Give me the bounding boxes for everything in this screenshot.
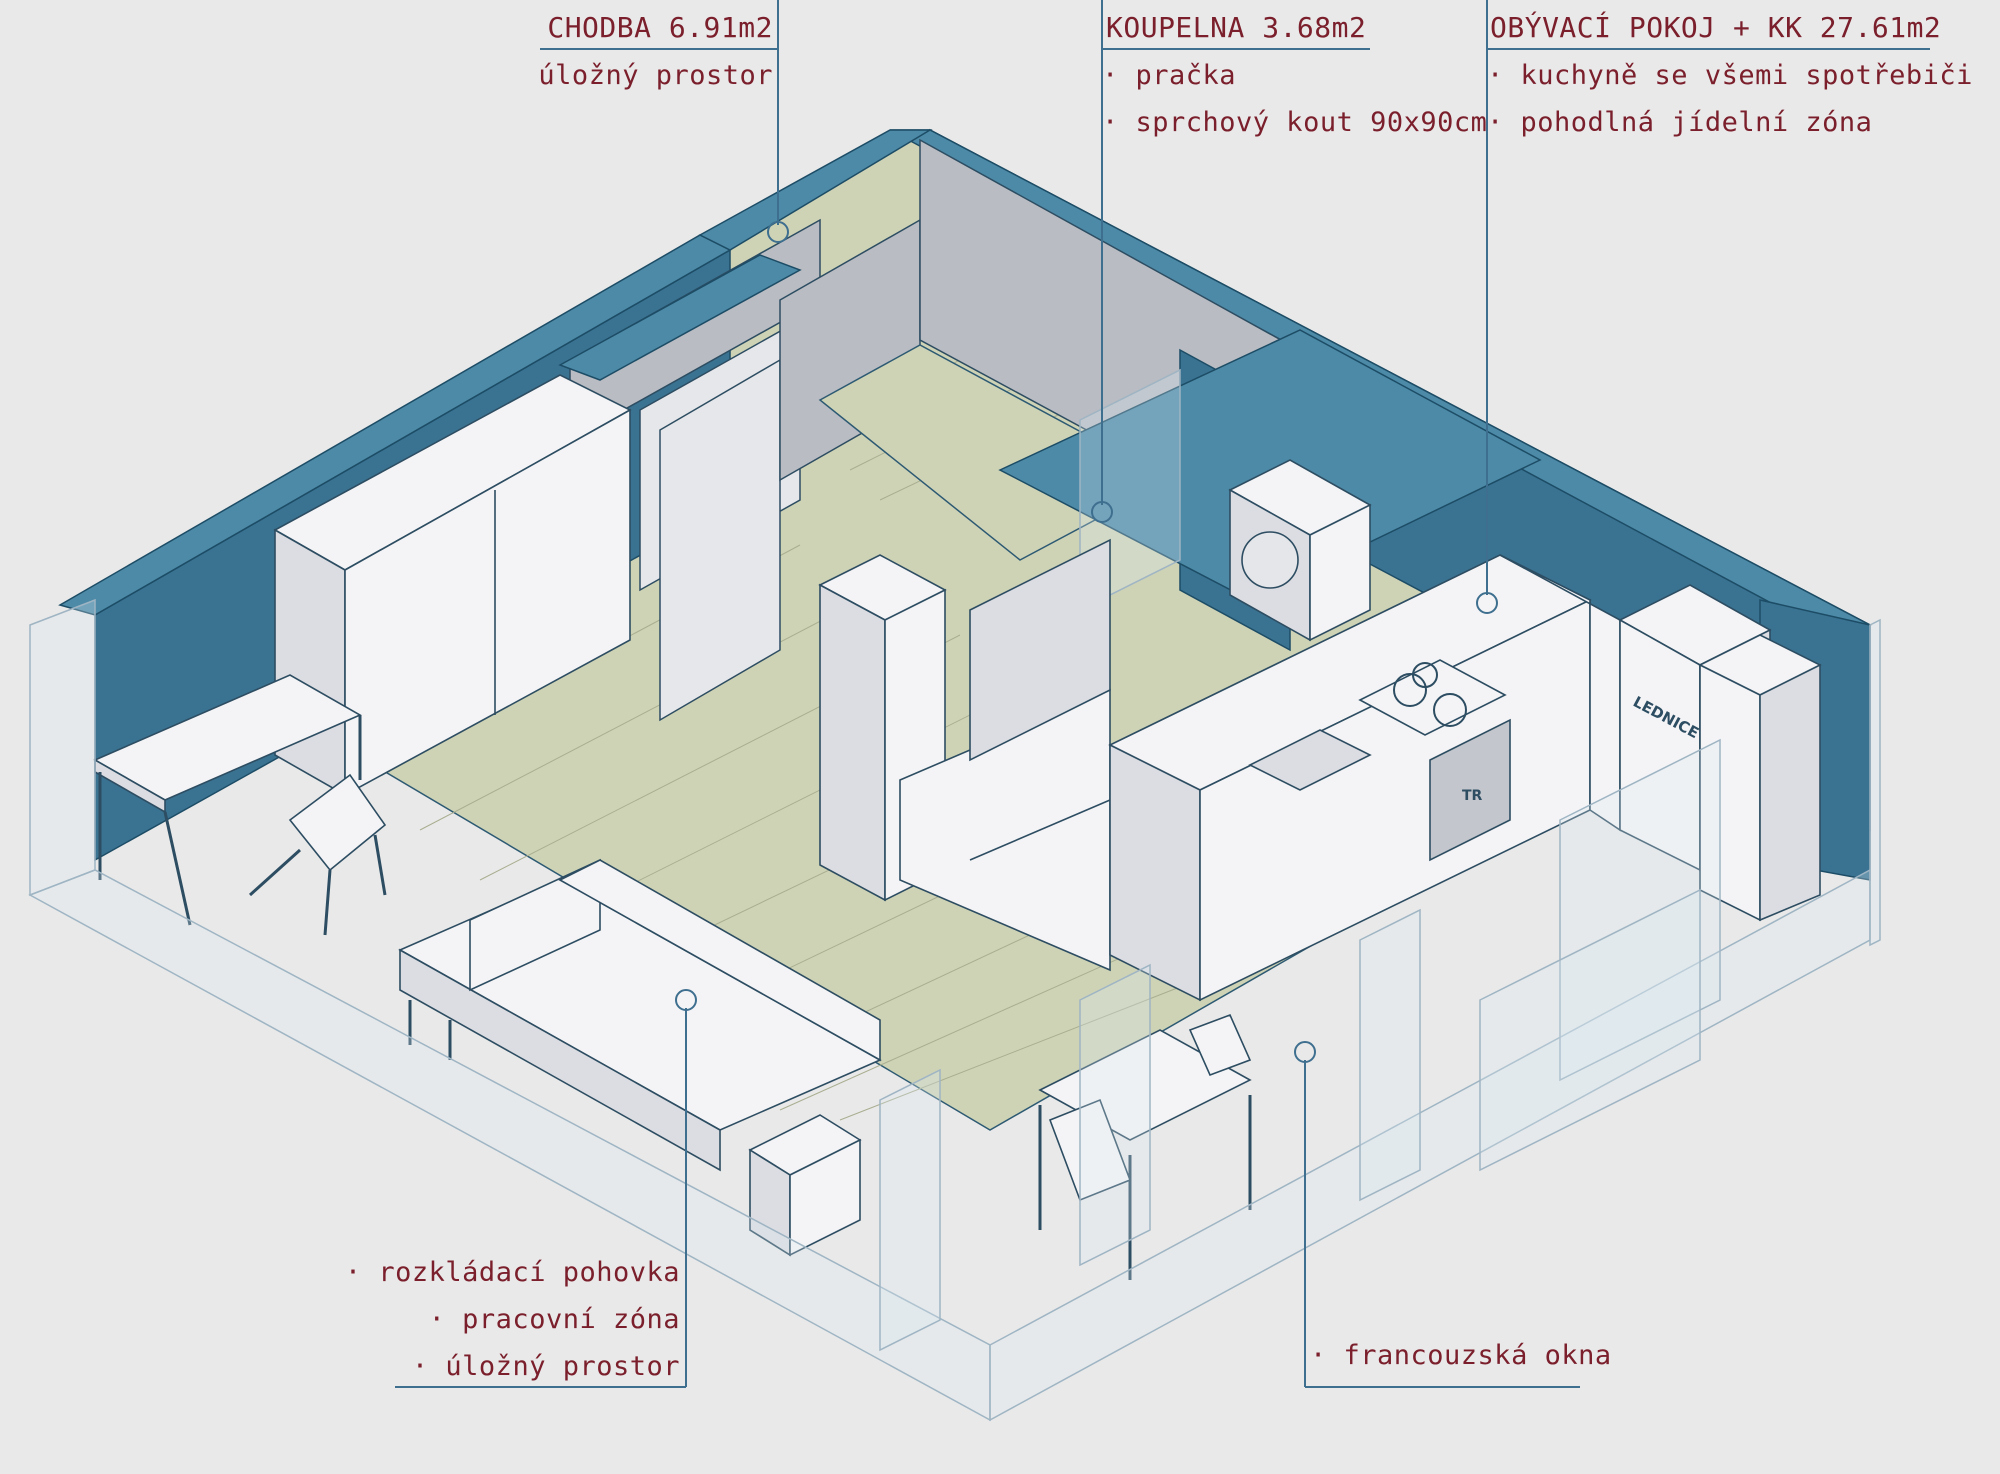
sofa	[398, 858, 882, 1257]
dining-chair-2	[1188, 1013, 1252, 1077]
label-chodba: CHODBA 6.91m2 úložný prostor	[538, 0, 789, 243]
living-item-3: · úložný prostor	[412, 1351, 680, 1382]
corridor-door	[659, 358, 781, 722]
desk-chair	[288, 773, 387, 872]
windows-item-1: · francouzská okna	[1310, 1340, 1612, 1371]
marker-koupelna	[1091, 501, 1113, 523]
obyvaci-item-1: · kuchyně se všemi spotřebiči	[1487, 60, 1973, 91]
french-windows	[28, 598, 1881, 1422]
chodba-item-1: úložný prostor	[538, 60, 773, 91]
oven	[1429, 718, 1511, 862]
label-windows: · francouzská okna	[1294, 1041, 1612, 1388]
washer-drum-icon	[1241, 531, 1299, 589]
marker-obyvaci	[1476, 592, 1498, 614]
koupelna-title: KOUPELNA 3.68m2	[1106, 11, 1366, 44]
marker-living	[675, 989, 697, 1011]
french-window-1	[879, 1068, 941, 1352]
french-window-3	[1359, 908, 1421, 1202]
sofa-back	[558, 859, 881, 1062]
wall-corner	[698, 129, 933, 251]
wardrobe-side	[274, 528, 346, 797]
french-window-4	[1559, 738, 1721, 1082]
washing-machine	[1228, 459, 1372, 642]
bath-top	[998, 329, 1542, 601]
label-koupelna: KOUPELNA 3.68m2 · pračka · sprchový kout…	[1091, 0, 1487, 523]
corridor-top	[558, 254, 802, 381]
living-item-1: · rozkládací pohovka	[345, 1257, 680, 1288]
tv-screen	[969, 538, 1111, 762]
dining-table	[1038, 1013, 1252, 1280]
bathroom	[818, 138, 1542, 652]
label-obyvaci: OBÝVACÍ POKOJ + KK 27.61m2 · kuchyně se …	[1476, 0, 1973, 614]
obyvaci-item-2: · pohodlná jídelní zóna	[1487, 107, 1872, 138]
sofa-back-left	[469, 858, 601, 992]
oven-label: TR	[1462, 788, 1483, 804]
label-living: · rozkládací pohovka · pracovní zóna · ú…	[345, 989, 697, 1388]
koupelna-item-2: · sprchový kout 90x90cm	[1102, 107, 1487, 138]
dining-chair	[1048, 1098, 1132, 1202]
koupelna-item-1: · pračka	[1102, 60, 1236, 91]
chodba-title: CHODBA 6.91m2	[547, 11, 773, 44]
marker-windows	[1294, 1041, 1316, 1063]
kitchen: TR LEDNICE	[1108, 554, 1822, 1002]
kitchen-corner	[1499, 554, 1621, 832]
living-item-2: · pracovní zóna	[429, 1304, 680, 1335]
tv-storage-unit	[818, 538, 1111, 972]
marker-chodba	[767, 221, 789, 243]
french-window-2	[1079, 963, 1151, 1267]
sink	[1248, 729, 1372, 791]
obyvaci-title: OBÝVACÍ POKOJ + KK 27.61m2	[1490, 10, 1941, 44]
